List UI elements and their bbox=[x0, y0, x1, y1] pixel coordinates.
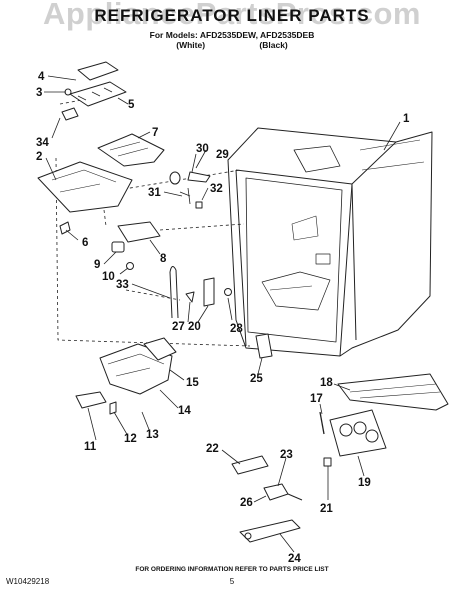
callout-11: 11 bbox=[84, 441, 97, 453]
callout-5: 5 bbox=[128, 99, 135, 111]
page-number: 5 bbox=[229, 577, 235, 586]
callout-14: 14 bbox=[178, 405, 191, 417]
callout-9: 9 bbox=[94, 259, 100, 271]
callout-30: 30 bbox=[196, 143, 209, 155]
cover-part-7 bbox=[97, 133, 165, 167]
callout-19: 19 bbox=[358, 477, 371, 489]
callout-32: 32 bbox=[210, 183, 223, 195]
callout-1: 1 bbox=[403, 113, 410, 125]
control-part-5 bbox=[69, 81, 127, 107]
callout-12: 12 bbox=[124, 433, 137, 445]
rail-part-18 bbox=[337, 373, 449, 411]
callout-22: 22 bbox=[206, 443, 219, 455]
variant-white: (White) bbox=[176, 40, 206, 50]
callout-29: 29 bbox=[216, 149, 229, 161]
callout-28: 28 bbox=[230, 323, 243, 335]
callout-33: 33 bbox=[116, 279, 129, 291]
color-variants: (White) (Black) bbox=[0, 40, 464, 50]
callout-34: 34 bbox=[36, 137, 49, 149]
model-numbers: For Models: AFD2535DEW, AFD2535DEB bbox=[149, 30, 315, 40]
callout-27: 27 bbox=[172, 321, 185, 333]
callout-31: 31 bbox=[148, 187, 161, 199]
dispenser-part-14 bbox=[99, 337, 177, 395]
callout-2: 2 bbox=[36, 151, 42, 163]
callout-8: 8 bbox=[160, 253, 167, 265]
tray-part-2 bbox=[37, 161, 133, 213]
page-title: REFRIGERATOR LINER PARTS bbox=[94, 6, 370, 25]
callout-26: 26 bbox=[240, 497, 253, 509]
callout-7: 7 bbox=[152, 127, 158, 139]
callout-4: 4 bbox=[38, 71, 45, 83]
document-code: W10429218 bbox=[6, 577, 50, 586]
callout-21: 21 bbox=[320, 503, 333, 515]
callout-18: 18 bbox=[320, 377, 333, 389]
liner-part bbox=[227, 127, 433, 357]
bracket-part-4 bbox=[77, 61, 119, 81]
callout-6: 6 bbox=[82, 237, 88, 249]
callout-25: 25 bbox=[250, 373, 263, 385]
callout-13: 13 bbox=[146, 429, 159, 441]
callout-20: 20 bbox=[188, 321, 201, 333]
callout-labels: 1 2 3 4 5 6 7 8 9 10 11 12 13 14 15 17 1… bbox=[36, 71, 410, 565]
callout-24: 24 bbox=[288, 553, 301, 565]
callout-3: 3 bbox=[36, 87, 42, 99]
ordering-note: FOR ORDERING INFORMATION REFER TO PARTS … bbox=[135, 566, 329, 573]
callout-17: 17 bbox=[310, 393, 323, 405]
callout-23: 23 bbox=[280, 449, 293, 461]
callout-10: 10 bbox=[102, 271, 115, 283]
cam-part-19 bbox=[329, 409, 387, 457]
variant-black: (Black) bbox=[259, 40, 288, 50]
callout-15: 15 bbox=[186, 377, 199, 389]
